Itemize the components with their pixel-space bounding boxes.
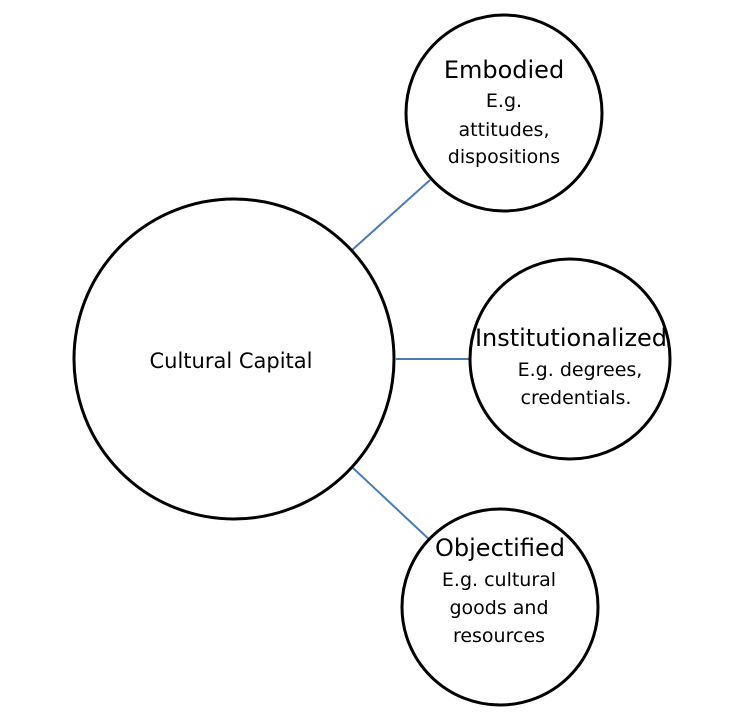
center-node: Cultural Capital <box>72 197 396 521</box>
branch-node-embodied: Embodied E.g. attitudes, dispositions <box>404 13 604 213</box>
embodied-line-2: attitudes, <box>458 119 549 141</box>
objectified-circle <box>400 507 600 707</box>
branch-node-objectified: Objectified E.g. cultural goods and reso… <box>400 507 600 707</box>
connector-objectified <box>352 467 434 544</box>
embodied-line-1: E.g. <box>486 90 522 112</box>
center-circle <box>72 197 396 521</box>
embodied-title: Embodied <box>444 56 564 84</box>
center-label: Cultural Capital <box>150 349 313 373</box>
institutionalized-title: Institutionalized <box>475 324 667 352</box>
objectified-line-2: goods and <box>449 597 548 619</box>
connector-embodied <box>350 179 431 252</box>
institutionalized-line-1: E.g. degrees, <box>518 359 643 381</box>
objectified-line-3: resources <box>453 625 545 647</box>
objectified-line-1: E.g. cultural <box>442 569 556 591</box>
embodied-circle <box>404 13 604 213</box>
embodied-line-3: dispositions <box>448 146 560 168</box>
institutionalized-line-2: credentials. <box>521 387 632 409</box>
institutionalized-circle <box>468 257 672 461</box>
objectified-title: Objectified <box>435 534 565 562</box>
branch-node-institutionalized: Institutionalized E.g. degrees, credenti… <box>468 257 672 461</box>
